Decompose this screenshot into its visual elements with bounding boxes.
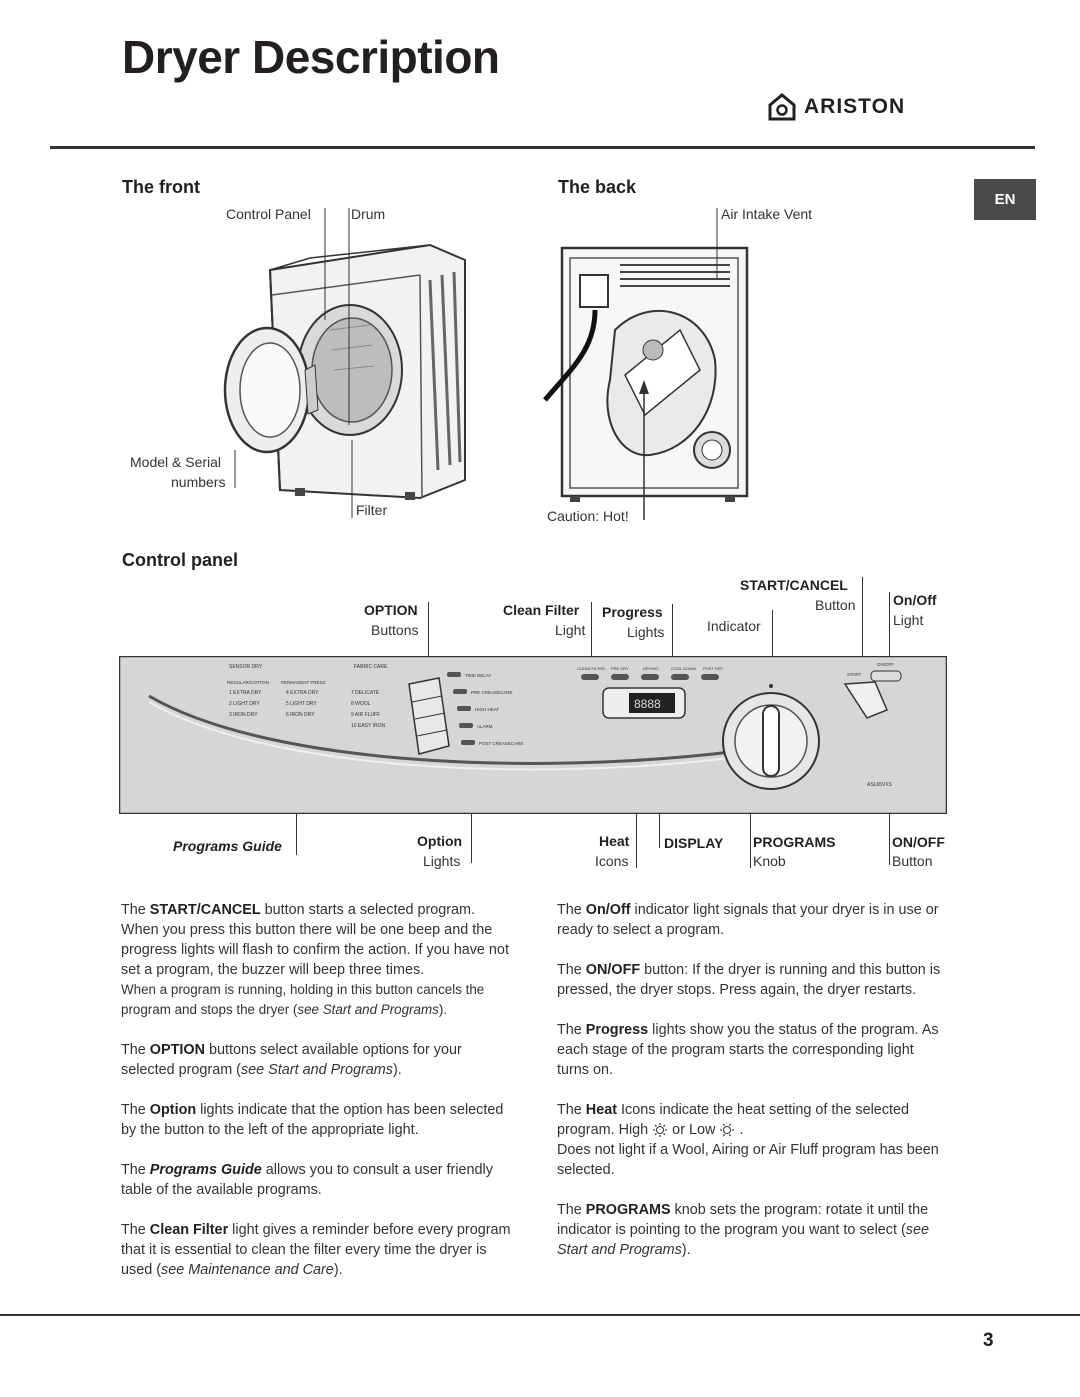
control-panel-heading: Control panel xyxy=(122,550,238,570)
progress-drying: DRYING xyxy=(643,666,658,671)
label-on-off-button-sub: Button xyxy=(892,853,933,869)
back-label-caution: Caution: Hot! xyxy=(547,508,629,524)
leader-start-cancel xyxy=(862,577,863,673)
back-label-air-intake: Air Intake Vent xyxy=(721,206,813,222)
para-clean-filter: The Clean Filter light gives a reminder … xyxy=(121,1222,511,1278)
para-option-lights: The Option lights indicate that the opti… xyxy=(121,1102,504,1138)
label-heat: Heat xyxy=(599,833,630,849)
label-option: OPTION xyxy=(364,602,418,618)
start-cancel-button[interactable] xyxy=(843,681,888,719)
back-heading: The back xyxy=(558,177,637,197)
panel-permanent-press: PERMANENT PRESS xyxy=(281,680,326,685)
front-heading: The front xyxy=(122,177,200,197)
panel-prog-7: 7 DELICATE xyxy=(351,690,380,696)
heat-low-icon xyxy=(720,1123,735,1137)
leader-progress xyxy=(672,604,673,670)
option-buttons[interactable] xyxy=(408,677,450,755)
front-label-filter: Filter xyxy=(356,502,388,518)
label-programs-guide: Programs Guide xyxy=(173,838,282,854)
led-post-creasecare: POST CREASECARE xyxy=(479,741,523,746)
label-programs: PROGRAMS xyxy=(753,834,836,850)
para-progress: The Progress lights show you the status … xyxy=(557,1022,939,1078)
leader-indicator xyxy=(772,610,773,680)
panel-regular-cotton: REGULAR/COTTON xyxy=(227,680,269,685)
panel-fabric-care: FABRIC CARE xyxy=(354,664,388,670)
panel-prog-10: 10 EASY IRON xyxy=(351,723,385,729)
label-heat-sub: Icons xyxy=(595,853,629,869)
panel-prog-9: 9 AIR FLUFF xyxy=(351,712,380,718)
right-text-column: The On/Off indicator light signals that … xyxy=(557,900,949,1260)
footer-rule xyxy=(0,1314,1080,1316)
para-programs-guide: The Programs Guide allows you to consult… xyxy=(121,1162,493,1198)
para-on-off-button: The ON/OFF button: If the dryer is runni… xyxy=(557,962,941,998)
label-option-lights-sub: Lights xyxy=(423,853,461,869)
brand-name: ARISTON xyxy=(804,95,906,118)
display-digits: 8888 xyxy=(634,697,661,711)
led-time-delay: TIME DELAY xyxy=(465,673,491,678)
para-start-cancel: The START/CANCEL button starts a selecte… xyxy=(121,902,509,978)
panel-prog-3: 3 IRON DRY xyxy=(229,712,258,718)
leader-programs xyxy=(750,790,751,868)
progress-post-dry: POST DRY xyxy=(703,666,724,671)
front-label-control-panel: Control Panel xyxy=(226,206,311,222)
label-progress-sub: Lights xyxy=(627,624,665,640)
panel-prog-8: 8 WOOL xyxy=(351,701,371,707)
label-clean-filter-sub: Light xyxy=(555,622,586,638)
left-text-column: The START/CANCEL button starts a selecte… xyxy=(121,900,511,1280)
para-option-buttons: The OPTION buttons select available opti… xyxy=(121,1042,462,1078)
house-logo-icon xyxy=(768,93,796,121)
ariston-logo: ARISTON xyxy=(768,93,905,121)
label-programs-sub: Knob xyxy=(753,853,786,869)
label-option-sub: Buttons xyxy=(371,622,419,638)
page-number: 3 xyxy=(983,1330,994,1351)
panel-onoff-small: ON/OFF xyxy=(877,662,894,667)
led-alarm: ALARM xyxy=(477,724,493,729)
control-panel-illustration: SENSOR DRY FABRIC CARE REGULAR/COTTON PE… xyxy=(119,656,947,814)
leader-clean-filter xyxy=(591,602,592,670)
page-title: Dryer Description xyxy=(122,31,500,83)
panel-prog-4: 4 EXTRA DRY xyxy=(286,690,319,696)
on-off-button[interactable] xyxy=(870,670,902,682)
led-pre-creasecare: PRE CREASECARE xyxy=(471,690,513,695)
label-option-lights: Option xyxy=(417,833,463,849)
para-programs-knob: The PROGRAMS knob sets the program: rota… xyxy=(557,1202,929,1258)
para-heat-note: Does not light if a Wool, Airing or Air … xyxy=(557,1142,939,1178)
label-start-cancel: START/CANCEL xyxy=(740,577,848,593)
progress-pre-dry: PRE DRY xyxy=(611,666,629,671)
leader-option xyxy=(428,602,429,677)
language-tab: EN xyxy=(974,179,1036,220)
progress-cool-down: COOL DOWN xyxy=(671,666,696,671)
front-label-numbers: numbers xyxy=(171,474,226,490)
programs-knob[interactable] xyxy=(722,684,820,790)
progress-clean-filter: CLEAN FILTER xyxy=(577,666,605,671)
label-clean-filter: Clean Filter xyxy=(503,602,580,618)
para-cancel-hold: When a program is running, holding in th… xyxy=(121,982,485,1017)
header-rule xyxy=(50,146,1035,149)
label-on-off-button: ON/OFF xyxy=(892,834,945,850)
label-start-cancel-sub: Button xyxy=(815,597,856,613)
panel-model-code: ASL65VXS xyxy=(867,782,893,788)
label-on-off-light: On/Off xyxy=(893,592,937,608)
leader-on-off-light xyxy=(889,592,890,672)
label-progress: Progress xyxy=(602,604,663,620)
dryer-front-illustration xyxy=(223,208,466,518)
panel-start-small: START xyxy=(847,672,862,677)
panel-sensor-dry: SENSOR DRY xyxy=(229,664,263,670)
front-label-model: Model & Serial xyxy=(130,454,222,470)
panel-prog-2: 2 LIGHT DRY xyxy=(229,701,260,707)
label-on-off-light-sub: Light xyxy=(893,612,924,628)
para-heat: The Heat Icons indicate the heat setting… xyxy=(557,1102,910,1138)
front-label-drum: Drum xyxy=(351,206,386,222)
label-indicator: Indicator xyxy=(707,618,761,634)
panel-prog-6: 6 IRON DRY xyxy=(286,712,315,718)
heat-high-icon xyxy=(653,1123,668,1137)
panel-prog-5: 5 LIGHT DRY xyxy=(286,701,317,707)
panel-prog-1: 1 EXTRA DRY xyxy=(229,690,262,696)
para-on-off-light: The On/Off indicator light signals that … xyxy=(557,902,939,938)
label-display: DISPLAY xyxy=(664,835,724,851)
led-high-heat: HIGH HEAT xyxy=(475,707,499,712)
dryer-back-illustration xyxy=(543,208,749,520)
